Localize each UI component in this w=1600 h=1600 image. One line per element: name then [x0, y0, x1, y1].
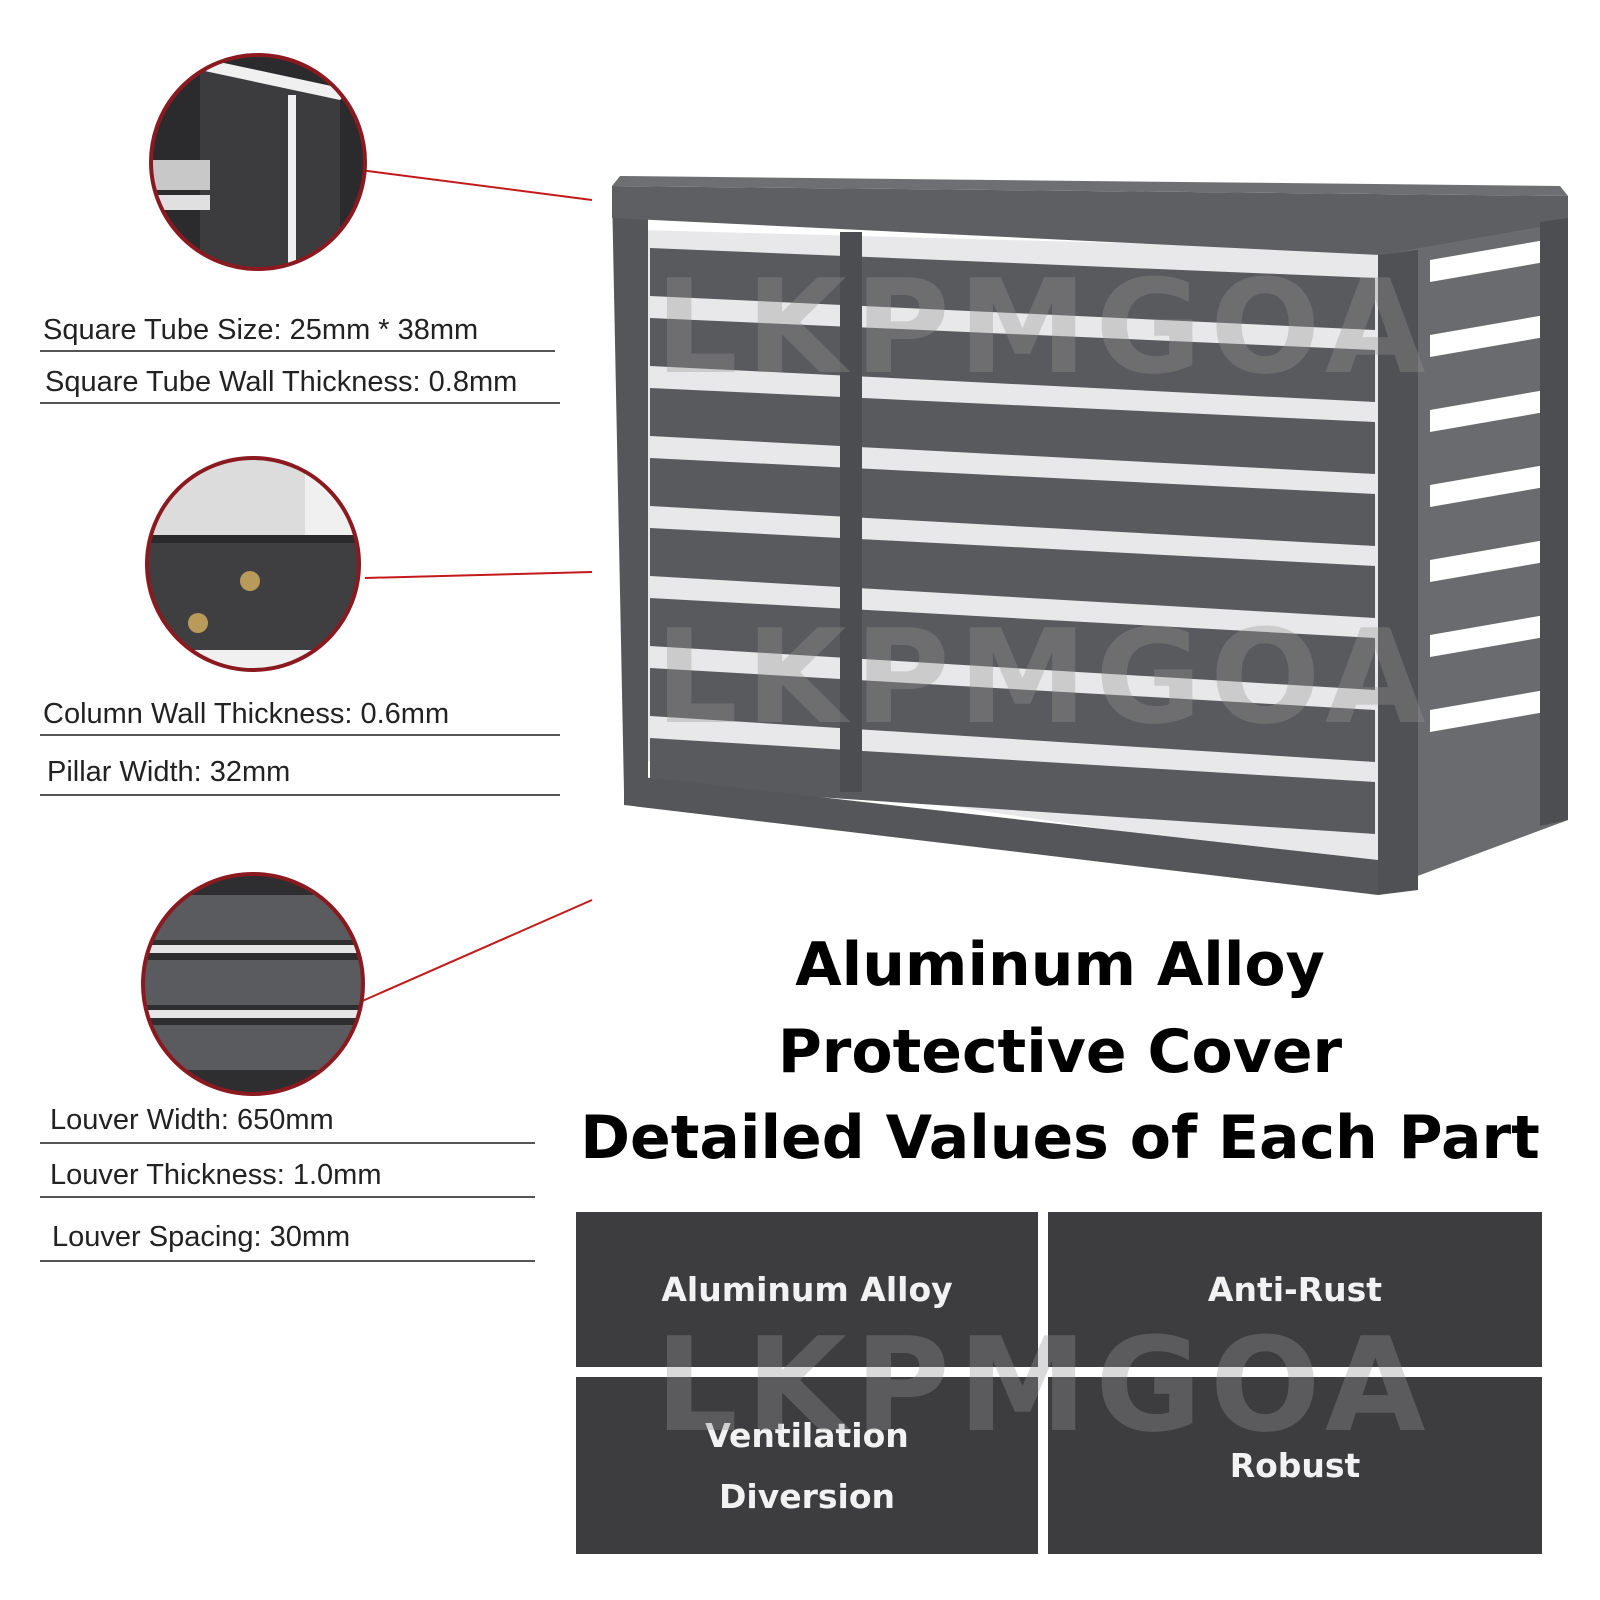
- spec-underline: [40, 1142, 535, 1144]
- feature-label: Robust: [1229, 1446, 1361, 1485]
- feature-anti-rust: Anti-Rust: [1048, 1212, 1542, 1367]
- callout-line-column: [364, 571, 593, 579]
- headline-line-3: Detailed Values of Each Part: [580, 1103, 1540, 1173]
- spec-louver-thickness: Louver Thickness: 1.0mm: [50, 1159, 382, 1191]
- cover-body: [612, 176, 1568, 895]
- feature-robust: Robust: [1048, 1377, 1542, 1554]
- spec-underline: [40, 350, 555, 352]
- feature-ventilation-diversion: Ventilation Diversion: [576, 1377, 1038, 1554]
- spec-underline: [40, 1260, 535, 1262]
- spec-louver-width: Louver Width: 650mm: [50, 1104, 334, 1136]
- spec-underline: [40, 1196, 535, 1198]
- feature-label: Aluminum Alloy: [661, 1270, 953, 1309]
- detail-circle-louver: [141, 872, 365, 1096]
- spec-square-tube-size: Square Tube Size: 25mm * 38mm: [43, 314, 479, 346]
- detail-circle-square-tube: [149, 53, 367, 271]
- headline-line-1: Aluminum Alloy: [795, 930, 1325, 1000]
- detail-circle-column: [145, 456, 361, 672]
- spec-pillar-width: Pillar Width: 32mm: [47, 756, 291, 788]
- spec-underline: [40, 794, 560, 796]
- spec-column-wall: Column Wall Thickness: 0.6mm: [43, 698, 450, 730]
- feature-label: Ventilation: [705, 1415, 909, 1455]
- callout-line-tube: [359, 169, 593, 201]
- feature-aluminum-alloy: Aluminum Alloy: [576, 1212, 1038, 1367]
- spec-louver-spacing: Louver Spacing: 30mm: [52, 1221, 351, 1253]
- spec-underline: [40, 402, 560, 404]
- callout-line-louver: [359, 899, 593, 1003]
- feature-label: Anti-Rust: [1207, 1270, 1383, 1309]
- spec-underline: [40, 734, 560, 736]
- headline-line-2: Protective Cover: [777, 1017, 1343, 1087]
- spec-square-tube-wall: Square Tube Wall Thickness: 0.8mm: [45, 366, 518, 398]
- feature-label: Diversion: [719, 1476, 895, 1516]
